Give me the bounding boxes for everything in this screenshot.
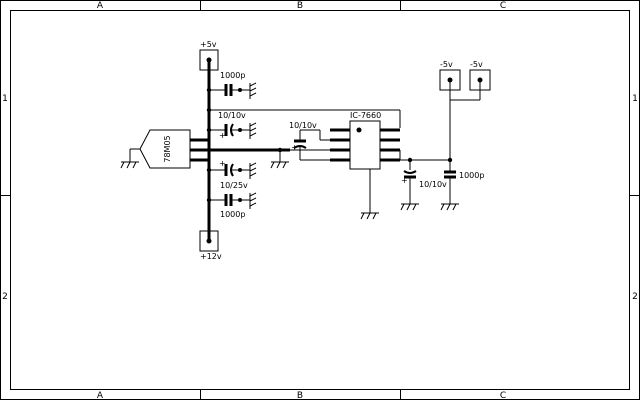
- zone-label-left-2: 2: [2, 292, 8, 302]
- capacitor-bottom-10-25v: +: [209, 159, 250, 177]
- wire-ic-output: [399, 150, 453, 163]
- cap-bottom-1000p-label: 1000p: [220, 210, 245, 219]
- ground-symbol-top-1000p: [249, 82, 257, 99]
- zone-label-right-1: 1: [632, 94, 638, 104]
- plus12v-label: +12v: [200, 252, 222, 261]
- ground-symbol-bottom-10-25v: [249, 162, 257, 179]
- zone-label-bottom-c: C: [500, 391, 506, 400]
- regulator-78m05: [139, 129, 290, 169]
- wire-bus-to-ic-top: [209, 109, 401, 128]
- cap-right-10-10v-label: 10/10v: [419, 180, 447, 189]
- regulator-label: 78M05: [163, 135, 172, 162]
- zone-label-right-2: 2: [632, 292, 638, 302]
- zone-label-left-1: 1: [2, 94, 8, 104]
- minus5v-label-a: -5v: [440, 60, 453, 69]
- capacitor-pump-10-10v: +: [291, 129, 330, 161]
- minus5v-label-b: -5v: [470, 60, 483, 69]
- zone-label-top-a: A: [97, 1, 104, 11]
- svg-text:+: +: [291, 143, 298, 152]
- wire-minus5-feed: [449, 80, 481, 160]
- cap-pump-10-10v-label: 10/10v: [289, 121, 317, 130]
- plus5v-label: +5v: [200, 40, 217, 49]
- ground-symbol-top-10-10v: [249, 122, 257, 139]
- cap-right-1000p-label: 1000p: [459, 171, 484, 180]
- capacitor-top-1000p: [209, 84, 250, 96]
- regulator-ground-wire: [129, 148, 140, 162]
- capacitor-bottom-1000p: [209, 194, 250, 206]
- cap-top-1000p-label: 1000p: [220, 71, 245, 80]
- minus5v-connector-b: [469, 69, 491, 91]
- minus5v-connector-a: [439, 69, 461, 91]
- ground-symbol-middle: [270, 161, 289, 169]
- ic-label: IC-7660: [350, 111, 381, 120]
- inner-frame: [10, 10, 630, 390]
- ground-symbol-right-10-10v: [400, 203, 419, 211]
- zone-label-bottom-a: A: [97, 391, 104, 400]
- ground-symbol-ic: [360, 212, 379, 220]
- zone-label-top-b: B: [297, 1, 303, 11]
- ground-symbol-right-1000p: [440, 203, 459, 211]
- capacitor-top-10-10v: +: [209, 123, 250, 140]
- capacitor-right-10-10v: +: [401, 160, 417, 204]
- ground-symbol-bottom-1000p: [249, 192, 257, 209]
- svg-text:+: +: [219, 159, 226, 168]
- ic-7660: [330, 120, 400, 170]
- cap-top-10-10v-label: 10/10v: [218, 111, 246, 120]
- cap-bottom-10-25v-label: 10/25v: [220, 181, 248, 190]
- svg-text:+: +: [219, 131, 226, 140]
- zone-label-bottom-b: B: [297, 391, 303, 400]
- svg-text:+: +: [401, 176, 408, 185]
- wire-5v-to-ic: [277, 147, 330, 162]
- ground-symbol-regulator: [120, 161, 139, 169]
- zone-label-top-c: C: [500, 1, 506, 11]
- capacitor-right-1000p: [444, 160, 456, 204]
